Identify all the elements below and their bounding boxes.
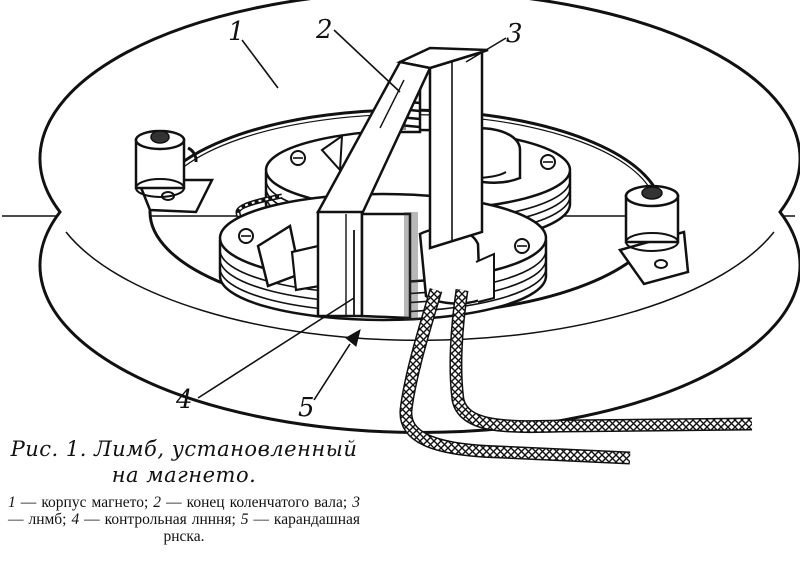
callout-label-1: 1 [228, 17, 245, 47]
leader-line-3 [465, 37, 507, 63]
legend-item-4: 4 — контрольная лнння; [71, 511, 241, 528]
leader-line-5 [313, 343, 351, 401]
callout-label-2: 2 [315, 15, 333, 45]
leader-line-1 [241, 39, 279, 89]
limb-bracket [315, 46, 489, 320]
legend-item-2: 2 — конец коленчатого вала; [153, 494, 353, 511]
figure-caption: Рис. 1. Лимб, установленный на магнето. … [8, 436, 360, 545]
caption-legend: 1 — корпус магнето; 2 — конец коленчатог… [8, 494, 360, 545]
legend-item-5: 5 — карандашная рнска. [163, 511, 361, 545]
leader-line-4 [197, 297, 355, 399]
leader-line-2 [333, 29, 401, 93]
left-screw-terminal [134, 129, 215, 214]
legend-item-3: 3 — лнмб; [8, 494, 360, 528]
right-screw-terminal [617, 184, 690, 286]
callout-label-5: 5 [298, 393, 315, 423]
legend-item-1: 1 — корпус магнето; [8, 494, 154, 511]
callout-label-4: 4 [175, 385, 193, 415]
callout-label-3: 3 [506, 19, 523, 49]
caption-title: Рис. 1. Лимб, установленный на магнето. [10, 437, 358, 487]
pencil-mark [345, 328, 361, 347]
